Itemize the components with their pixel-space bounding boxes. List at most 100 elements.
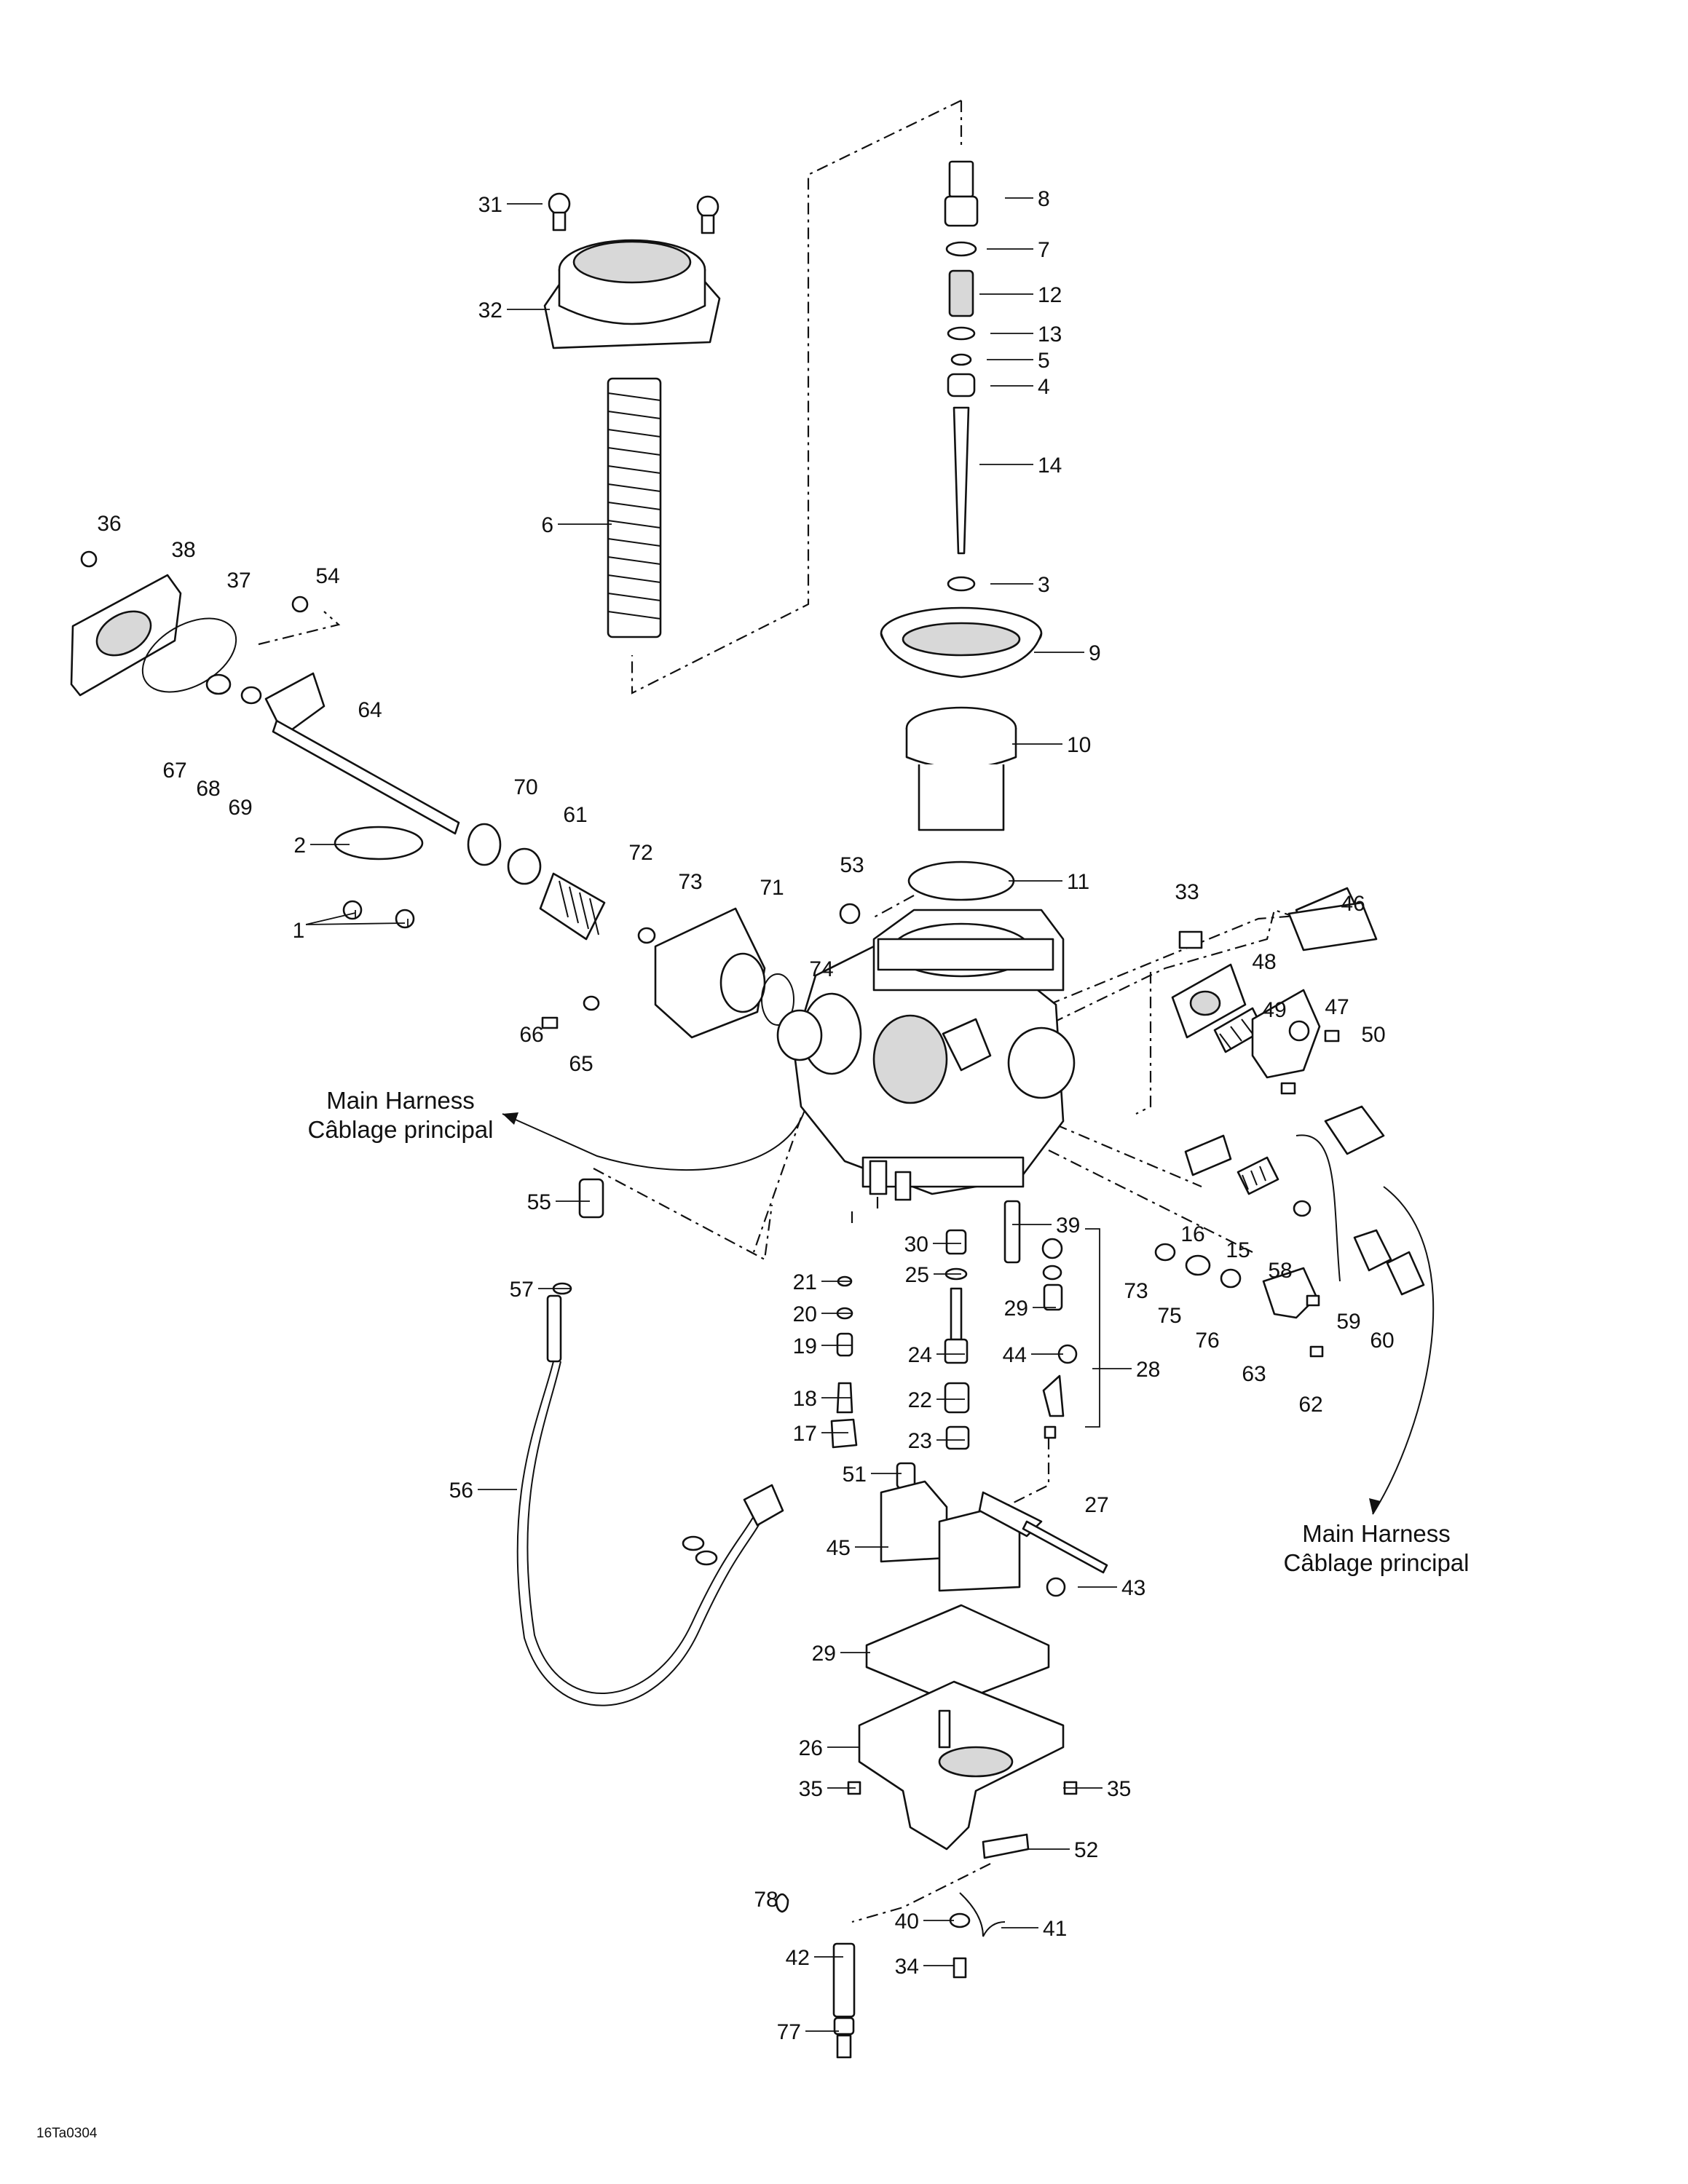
callout-76: 76 — [1195, 1329, 1219, 1353]
callout-58: 58 — [1268, 1259, 1292, 1283]
callout-12: 12 — [1038, 283, 1062, 307]
callout-45: 45 — [827, 1536, 851, 1560]
callout-1: 1 — [293, 919, 305, 943]
callout-24: 24 — [908, 1343, 932, 1367]
throttle-return-group — [467, 823, 794, 1039]
callout-34: 34 — [895, 1955, 919, 1979]
callout-73: 73 — [678, 870, 702, 894]
callout-43: 43 — [1121, 1576, 1145, 1600]
callout-32: 32 — [478, 298, 502, 323]
callout-35: 35 — [799, 1777, 823, 1801]
callout-25: 25 — [905, 1263, 929, 1287]
callout-37: 37 — [226, 569, 251, 593]
figure-code: 16Ta0304 — [36, 2126, 98, 2141]
harness-wires — [502, 1109, 1435, 1515]
callout-54: 54 — [315, 564, 339, 588]
callout-36: 36 — [97, 512, 121, 536]
callout-65: 65 — [569, 1052, 593, 1076]
callout-31: 31 — [478, 193, 502, 217]
jets-and-needle-valve — [830, 1200, 1100, 1489]
callout-27: 27 — [1084, 1493, 1108, 1517]
callout-52: 52 — [1074, 1838, 1098, 1862]
callout-60: 60 — [1370, 1329, 1394, 1353]
callout-46: 46 — [1341, 892, 1365, 916]
diaphragm-and-slide — [880, 606, 1043, 901]
callout-15: 15 — [1226, 1238, 1250, 1262]
callout-59: 59 — [1336, 1310, 1360, 1334]
callout-39: 39 — [1056, 1214, 1080, 1238]
harness-label-en-left: Main Harness — [326, 1087, 475, 1114]
callout-10: 10 — [1067, 733, 1091, 757]
callout-2: 2 — [293, 834, 306, 858]
vent-hose — [1287, 901, 1378, 951]
callout-51: 51 — [843, 1463, 867, 1487]
callout-48: 48 — [1252, 950, 1276, 974]
callout-5: 5 — [1038, 349, 1050, 373]
callout-16: 16 — [1180, 1222, 1204, 1246]
callout-73: 73 — [1124, 1279, 1148, 1303]
callout-41: 41 — [1043, 1917, 1067, 1941]
callout-63: 63 — [1242, 1362, 1266, 1386]
callout-49: 49 — [1262, 998, 1286, 1022]
callout-23: 23 — [908, 1429, 932, 1453]
callout-20: 20 — [793, 1302, 817, 1326]
callout-61: 61 — [563, 803, 587, 827]
callout-8: 8 — [1038, 187, 1050, 211]
callout-44: 44 — [1003, 1343, 1027, 1367]
callout-21: 21 — [793, 1270, 817, 1294]
left-shaft-group — [70, 550, 460, 929]
callout-69: 69 — [228, 796, 252, 820]
callout-55: 55 — [527, 1190, 551, 1214]
carburetor-body — [776, 903, 1203, 1201]
callout-9: 9 — [1089, 641, 1101, 665]
callout-6: 6 — [541, 513, 553, 537]
callout-47: 47 — [1325, 995, 1349, 1019]
harness-label-fr-left: Câblage principal — [308, 1116, 494, 1143]
diaphragm-spring — [607, 377, 662, 638]
needle-stack — [944, 160, 979, 592]
callout-33: 33 — [1175, 880, 1199, 904]
callout-50: 50 — [1361, 1023, 1385, 1047]
callout-30: 30 — [904, 1233, 928, 1257]
callout-67: 67 — [162, 759, 186, 783]
callout-71: 71 — [760, 876, 784, 900]
callout-42: 42 — [786, 1946, 810, 1970]
callout-70: 70 — [513, 775, 537, 799]
callout-13: 13 — [1038, 323, 1062, 347]
callout-40: 40 — [895, 1910, 919, 1934]
harness-label-en-right: Main Harness — [1302, 1520, 1451, 1547]
callout-4: 4 — [1038, 375, 1050, 399]
callout-22: 22 — [908, 1388, 932, 1412]
callout-53: 53 — [840, 853, 864, 877]
callout-17: 17 — [793, 1422, 817, 1446]
callout-72: 72 — [628, 841, 652, 865]
callout-75: 75 — [1157, 1304, 1181, 1328]
harness-label-fr-right: Câblage principal — [1284, 1549, 1470, 1576]
callout-19: 19 — [793, 1334, 817, 1358]
callout-11: 11 — [1067, 870, 1089, 894]
cover-screws — [548, 192, 719, 234]
callout-28: 28 — [1136, 1358, 1160, 1382]
callout-62: 62 — [1298, 1393, 1322, 1417]
callout-14: 14 — [1038, 454, 1062, 478]
leader-lines — [310, 197, 1132, 2032]
callout-29: 29 — [1004, 1297, 1028, 1321]
callout-66: 66 — [519, 1023, 543, 1047]
callout-26: 26 — [799, 1736, 823, 1760]
assembly-lines — [258, 100, 1297, 1923]
callout-68: 68 — [196, 777, 220, 801]
callout-38: 38 — [171, 538, 195, 562]
callout-57: 57 — [510, 1278, 534, 1302]
callout-35: 35 — [1107, 1777, 1131, 1801]
throttle-cable — [516, 1178, 784, 1706]
callout-77: 77 — [777, 2020, 801, 2044]
callout-64: 64 — [358, 698, 382, 722]
callout-74: 74 — [809, 957, 833, 981]
float-and-bowl — [847, 1480, 1108, 1859]
callout-3: 3 — [1038, 573, 1050, 597]
enrichment-plunger-group — [1154, 1105, 1425, 1358]
callout-7: 7 — [1038, 238, 1050, 262]
